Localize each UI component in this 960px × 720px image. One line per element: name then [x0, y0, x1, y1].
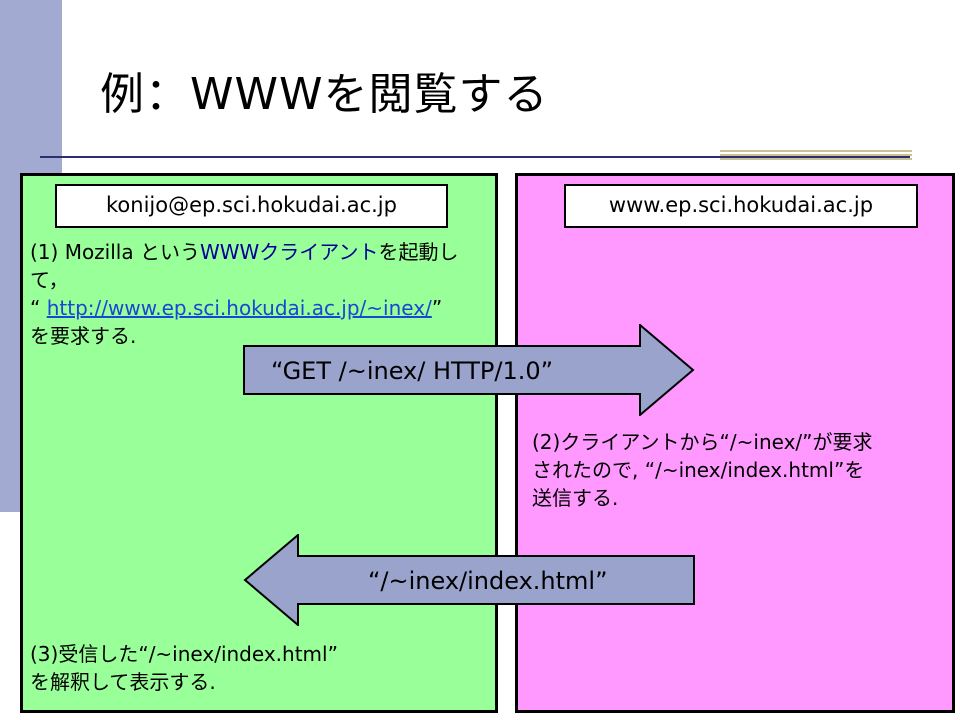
request-arrow-shape [243, 324, 695, 416]
step3-line1: (3)受信した“/~inex/index.html” [30, 642, 338, 666]
step1-mid-a: という [139, 240, 200, 264]
client-step3-text: (3)受信した“/~inex/index.html” を解釈して表示する. [30, 640, 490, 696]
left-arrow-icon [243, 534, 695, 626]
step1-url-link[interactable]: http://www.ep.sci.hokudai.ac.jp/~inex/ [46, 296, 432, 320]
step1-suffix: を要求する. [30, 324, 137, 348]
step1-prefix: (1) Mozilla [30, 240, 140, 264]
request-arrow-label: “GET /~inex/ HTTP/1.0” [271, 357, 554, 385]
client-step1-text: (1) Mozilla というWWWクライアントを起動して， “ http://… [30, 238, 490, 350]
step2-line1: (2)クライアントから“/~inex/”が要求 [532, 430, 873, 454]
slide-title: 例：WWWを閲覧する [100, 69, 549, 120]
step2-line3: 送信する. [532, 486, 619, 510]
client-panel [20, 173, 498, 713]
server-panel [515, 173, 955, 713]
step2-line2: されたので, “/~inex/index.html”を [532, 458, 865, 482]
step1-mid-b: を起動して， [30, 240, 459, 292]
step1-app-name: WWWクライアント [199, 240, 379, 264]
client-host-box: konijo@ep.sci.hokudai.ac.jp [55, 184, 448, 228]
title-rule [40, 156, 910, 158]
request-arrow: “GET /~inex/ HTTP/1.0” [243, 324, 695, 416]
server-step2-text: (2)クライアントから“/~inex/”が要求 されたので, “/~inex/i… [532, 428, 942, 512]
step1-quote-open: “ [30, 296, 47, 320]
response-arrow-shape [243, 534, 695, 626]
right-arrow-icon [243, 324, 695, 416]
title-accent [720, 150, 912, 164]
step1-quote-close: ” [431, 296, 443, 320]
server-host-box: www.ep.sci.hokudai.ac.jp [564, 184, 918, 228]
step3-line2: を解釈して表示する. [30, 670, 216, 694]
response-arrow-label: “/~inex/index.html” [368, 567, 608, 595]
response-arrow: “/~inex/index.html” [243, 534, 695, 626]
